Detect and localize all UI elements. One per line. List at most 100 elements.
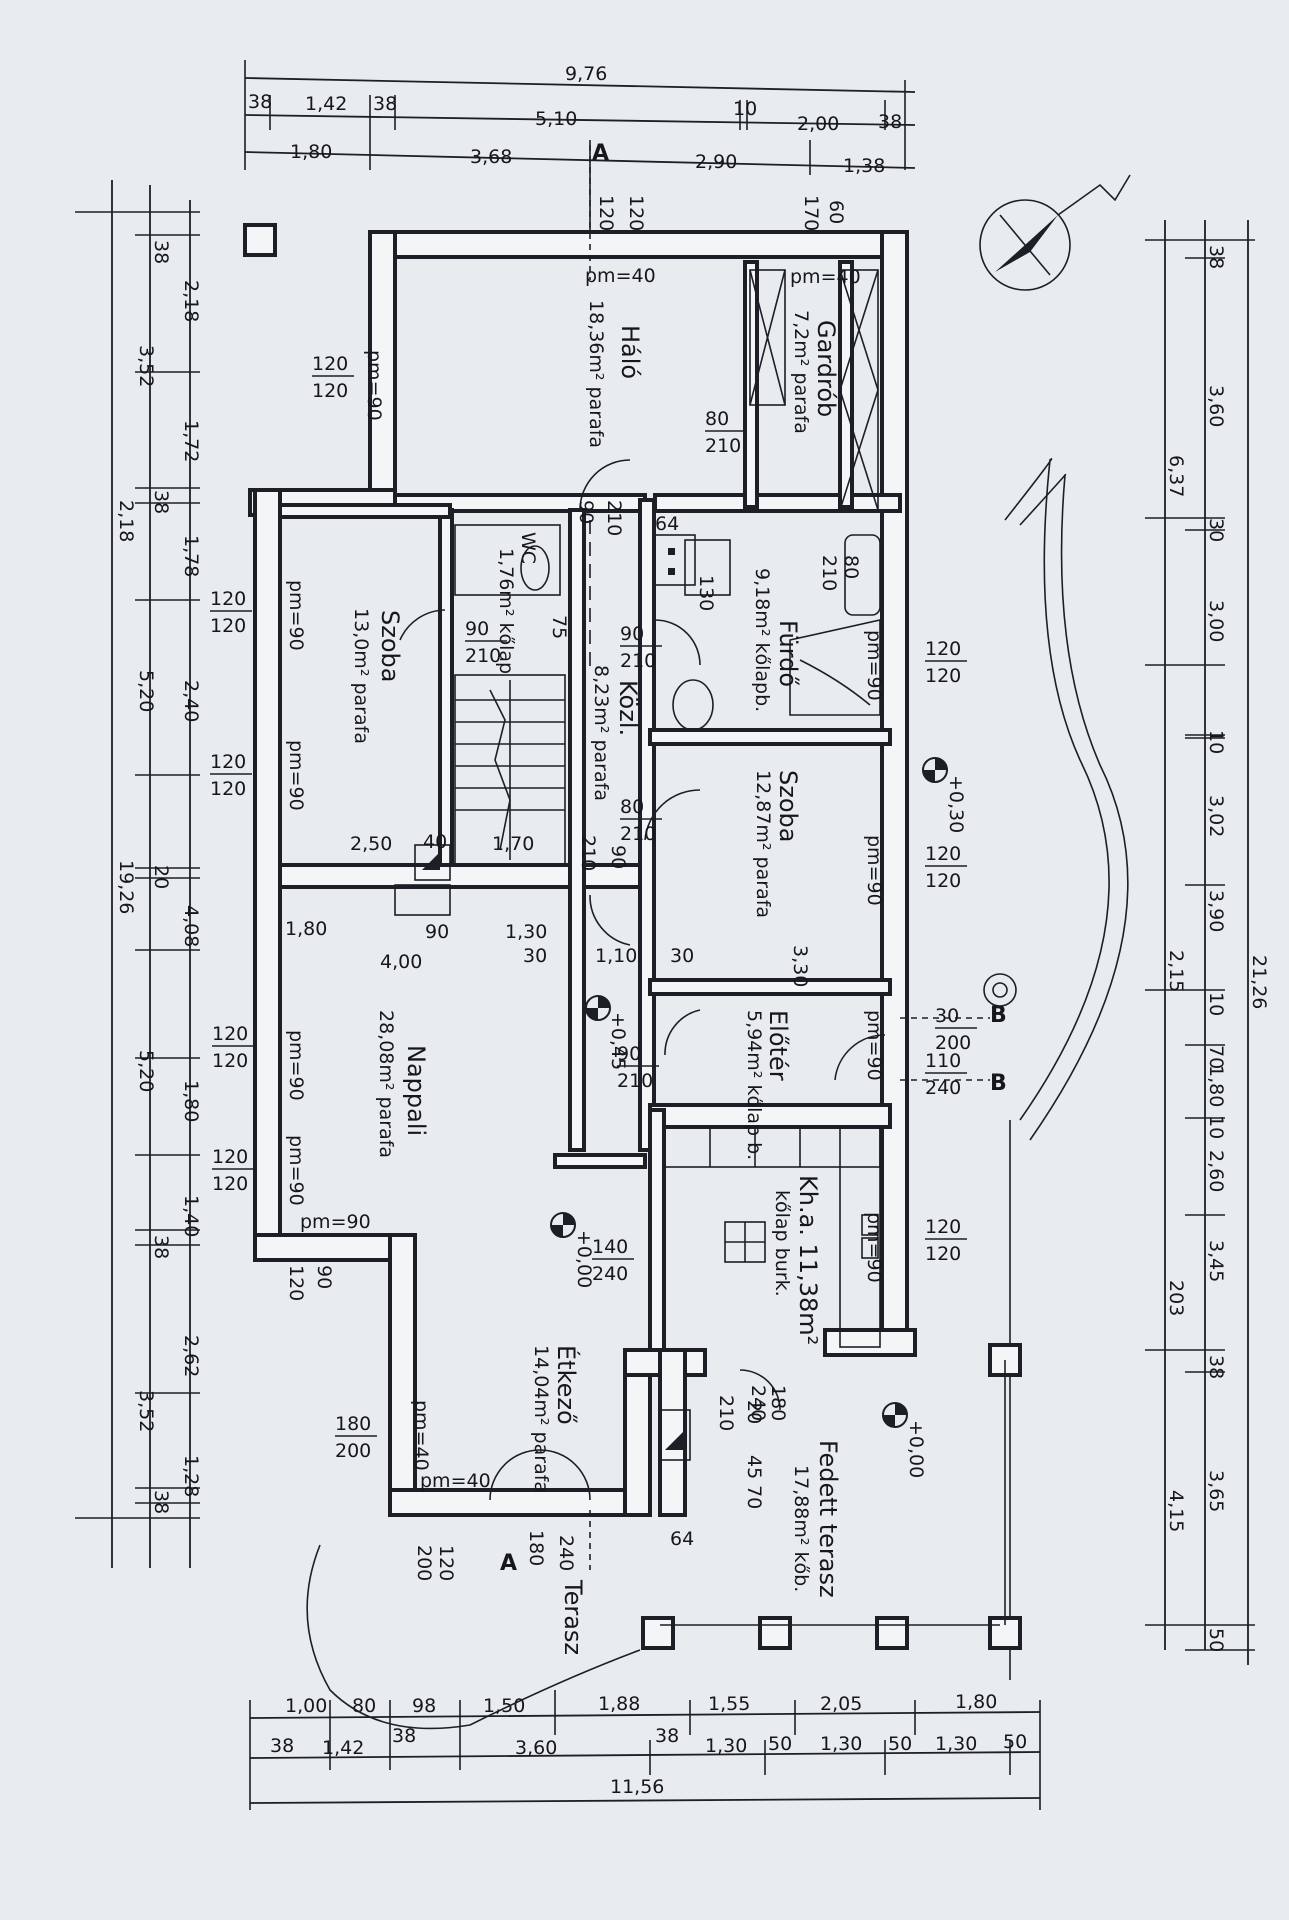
opening-o3-h: 210 <box>705 435 741 457</box>
dim-top-r1-4: 10 <box>733 98 757 120</box>
opening-o12-h: 120 <box>925 870 961 892</box>
room-szoba1-name: Szoba <box>376 610 404 682</box>
opening-o15-w: 110 <box>925 1050 961 1072</box>
section-lines: A A B B <box>500 141 1007 1576</box>
dim-left-mid-4: 5,20 <box>135 670 157 712</box>
dim-top-r1-0: 38 <box>248 91 272 113</box>
door-swings <box>399 459 886 1501</box>
opening-o10-w: 120 <box>210 751 246 773</box>
note-3: 60 <box>825 200 847 224</box>
opening-o20-h: 90 <box>313 1265 335 1289</box>
dim-right-inner-9: 1,80 <box>1205 1065 1227 1107</box>
opening-o26-h: 240 <box>747 1385 769 1421</box>
room-gardrob-area: 7,2m² parafa <box>790 310 812 434</box>
dim-bottom-total: 11,56 <box>610 1776 664 1798</box>
note-2: 170 <box>800 195 822 231</box>
level-marker-icon <box>550 757 1017 1428</box>
note-16: 30 <box>523 945 547 967</box>
room-fedett-name: Fedett terasz <box>814 1440 842 1598</box>
opening-o22-h: 200 <box>413 1545 435 1581</box>
dim-top-r1-5: 2,00 <box>797 113 839 135</box>
opening-o8-h: 210 <box>620 650 656 672</box>
opening-o5-h: 210 <box>818 555 840 591</box>
dim-bot-r1-6: 2,05 <box>820 1693 862 1715</box>
opening-o14-w: 30 <box>935 1005 959 1027</box>
note-22: 45 <box>743 1455 765 1479</box>
dim-top-r2-1: 3,68 <box>470 146 512 168</box>
dim-bot-r2-3: 3,60 <box>515 1737 557 1759</box>
dim-top-r1-1: 1,42 <box>305 93 347 115</box>
dim-bot-r1-3: 1,50 <box>483 1695 525 1717</box>
dim-right-inner-0: 38 <box>1205 245 1227 269</box>
opening-o9-h: 120 <box>925 665 961 687</box>
right-dimension-lines: 6,37 2,15 203 4,15 38 3,60 30 3,00 10 3,… <box>1145 220 1270 1665</box>
opening-o23-w: 180 <box>525 1530 547 1566</box>
dim-bot-r2-0: 38 <box>270 1735 294 1757</box>
dim-right-inner-15: 50 <box>1205 1628 1227 1652</box>
dim-bot-r1-2: 98 <box>412 1695 436 1717</box>
note-1: 120 <box>625 195 647 231</box>
opening-o14-h: 200 <box>935 1032 971 1054</box>
room-eloter-name: Előtér <box>764 1010 792 1081</box>
section-a-bottom: A <box>500 1551 517 1576</box>
note-10: 210 <box>577 835 599 871</box>
opening-o26-w: 180 <box>767 1385 789 1421</box>
dim-bot-r1-7: 1,80 <box>955 1691 997 1713</box>
section-b-top: B <box>990 1003 1007 1028</box>
parapet-6: pm=90 <box>863 630 885 701</box>
dim-left-small-0: 38 <box>150 240 172 264</box>
dim-bot-r1-0: 1,00 <box>285 1695 327 1717</box>
parapet-10: pm=40 <box>790 266 861 288</box>
dim-left-small-3: 38 <box>150 1235 172 1259</box>
dim-right-inner-14: 3,65 <box>1205 1470 1227 1512</box>
room-wc-area: 1,76m² kőlap <box>495 548 517 674</box>
level-labels: +0,30 +0,45 +0,00 +0,00 <box>573 775 967 1478</box>
opening-o4-h: 210 <box>603 500 625 536</box>
parapet-labels: pm=90 pm=90 pm=90 pm=90 pm=90 pm=90 pm=9… <box>285 265 885 1492</box>
room-terasz-name: Terasz <box>559 1579 587 1655</box>
exterior-walls <box>243 223 917 1517</box>
dim-left-mid-0b: 2,18 <box>180 280 202 322</box>
dim-bot-r2-2: 38 <box>392 1725 416 1747</box>
opening-o16-h: 210 <box>617 1070 653 1092</box>
note-12: 1,80 <box>285 918 327 940</box>
dimension-notes: 120 120 170 60 64 130 75 40 2,50 1,70 21… <box>285 195 847 1550</box>
dim-left-mid-6: 4,08 <box>180 905 202 947</box>
room-halo-area: 18,36m² parafa <box>585 300 607 448</box>
note-9: 1,70 <box>492 833 534 855</box>
opening-o9-w: 120 <box>925 638 961 660</box>
opening-o4-w: 90 <box>575 500 597 524</box>
opening-o11-w: 80 <box>620 796 644 818</box>
dim-left-mid-1: 3,52 <box>135 345 157 387</box>
dim-right-inner-1: 3,60 <box>1205 385 1227 427</box>
dim-right-inner-8: 70 <box>1205 1045 1227 1069</box>
parapet-5: pm=90 <box>300 1211 371 1233</box>
parapet-12: pm=40 <box>420 1470 491 1492</box>
opening-o21-w: 180 <box>335 1413 371 1435</box>
dim-bot-r2-8: 50 <box>888 1733 912 1755</box>
dim-right-inner-4: 10 <box>1205 730 1227 754</box>
opening-o6-w: 120 <box>210 588 246 610</box>
opening-o12-w: 120 <box>925 843 961 865</box>
note-5: 130 <box>695 575 717 611</box>
dim-bot-r2-6: 50 <box>768 1733 792 1755</box>
left-dimension-lines: 2,18 2,18 3,52 1,72 1,78 5,20 2,40 4,08 … <box>75 180 202 1568</box>
dim-left-mid-9: 1,40 <box>180 1195 202 1237</box>
opening-o3-w: 80 <box>705 408 729 430</box>
opening-o22-w: 120 <box>435 1545 457 1581</box>
dim-left-mid-3: 1,78 <box>180 535 202 577</box>
dim-left-mid-12: 1,28 <box>180 1455 202 1497</box>
parapet-7: pm=90 <box>863 835 885 906</box>
wardrobe <box>749 269 879 511</box>
opening-o21-h: 200 <box>335 1440 371 1462</box>
note-17: 1,10 <box>595 945 637 967</box>
opening-o7-h: 210 <box>465 645 501 667</box>
note-13: 90 <box>425 921 449 943</box>
note-6: 75 <box>548 615 570 639</box>
opening-o17-w: 120 <box>212 1146 248 1168</box>
level-0: +0,30 <box>945 775 967 833</box>
section-a-top: A <box>592 141 609 166</box>
dim-top-total: 9,76 <box>565 63 607 85</box>
dim-bot-r1-4: 1,88 <box>598 1693 640 1715</box>
parapet-3: pm=90 <box>285 1030 307 1101</box>
